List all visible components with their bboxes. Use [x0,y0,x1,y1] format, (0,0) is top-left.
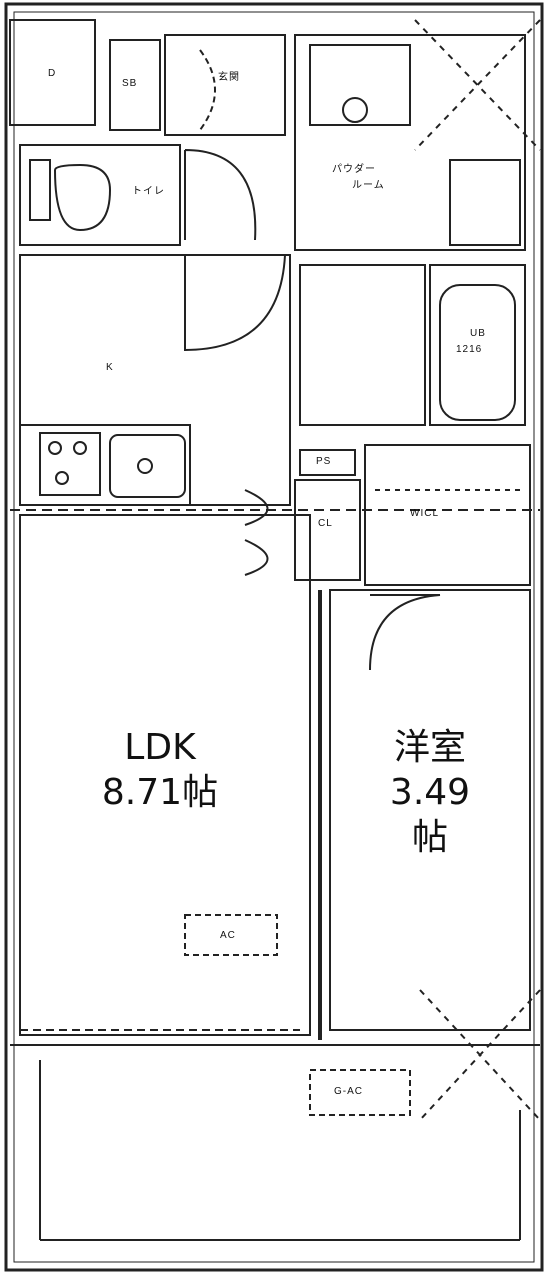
storage-room [9,19,96,126]
kitchen-drain [137,458,153,474]
ldk-label: LDK 8.71帖 [70,725,250,815]
powder-label-1: パウダー [332,164,376,175]
sink-bowl [342,97,368,123]
toilet-label: トイレ [132,186,165,197]
washer-unit [449,159,521,246]
outer-wall [4,2,544,1272]
pipe-space [299,449,356,476]
burner-2 [73,441,87,455]
closet-label: CL [318,518,333,529]
balcony-rail [39,1060,521,1241]
entrance-label: 玄関 [218,72,240,83]
western-size-unit: 帖 [411,817,448,858]
walkin-closet-label: WICL [410,508,439,519]
western-name: 洋室 [393,727,466,768]
outer-wall-inner [13,11,535,1263]
western-label: 洋室 3.49 帖 [370,725,490,860]
stove [39,432,101,496]
burner-3 [55,471,69,485]
western-size-num: 3.49 [389,772,471,813]
powder-room [294,34,526,251]
toilet-door-swing [184,149,257,241]
kitchen-label: K [106,362,114,373]
ac-box-balcony [309,1069,411,1116]
ac-box-ldk [184,914,278,956]
toilet-room [19,144,181,246]
void-cross-top [414,19,541,151]
bathtub [439,284,516,421]
bath-label-2: 1216 [456,344,483,355]
ldk-size: 8.71帖 [101,772,219,813]
hall-door-swing [184,254,286,352]
wicl-door-swing [369,594,441,671]
bath-closet [299,264,426,426]
sink-unit [309,44,411,126]
powder-label-2: ルーム [352,180,385,191]
shoe-box-label: SB [122,78,138,89]
ac-ldk-label: AC [220,930,236,941]
kitchen-sink [109,434,186,498]
burner-1 [48,441,62,455]
entrance-door-swing [199,49,216,131]
bath-room [429,264,526,426]
entrance-room [164,34,286,136]
kitchen-counter [19,424,191,506]
pipe-space-label: PS [316,456,332,467]
toilet-tank [29,159,51,221]
storage-label: D [48,68,57,79]
void-cross-bottom [419,989,541,1121]
ldk-room [19,514,311,1036]
ldk-name: LDK [124,727,196,768]
closet [294,479,361,581]
western-room [329,589,531,1031]
walkin-closet [364,444,531,586]
cl-door-swing [244,489,269,576]
kitchen-area [19,254,291,506]
toilet-bowl [53,163,112,232]
shoe-box [109,39,161,131]
bath-label-1: UB [470,328,486,339]
ac-balcony-label: G-AC [334,1086,363,1097]
